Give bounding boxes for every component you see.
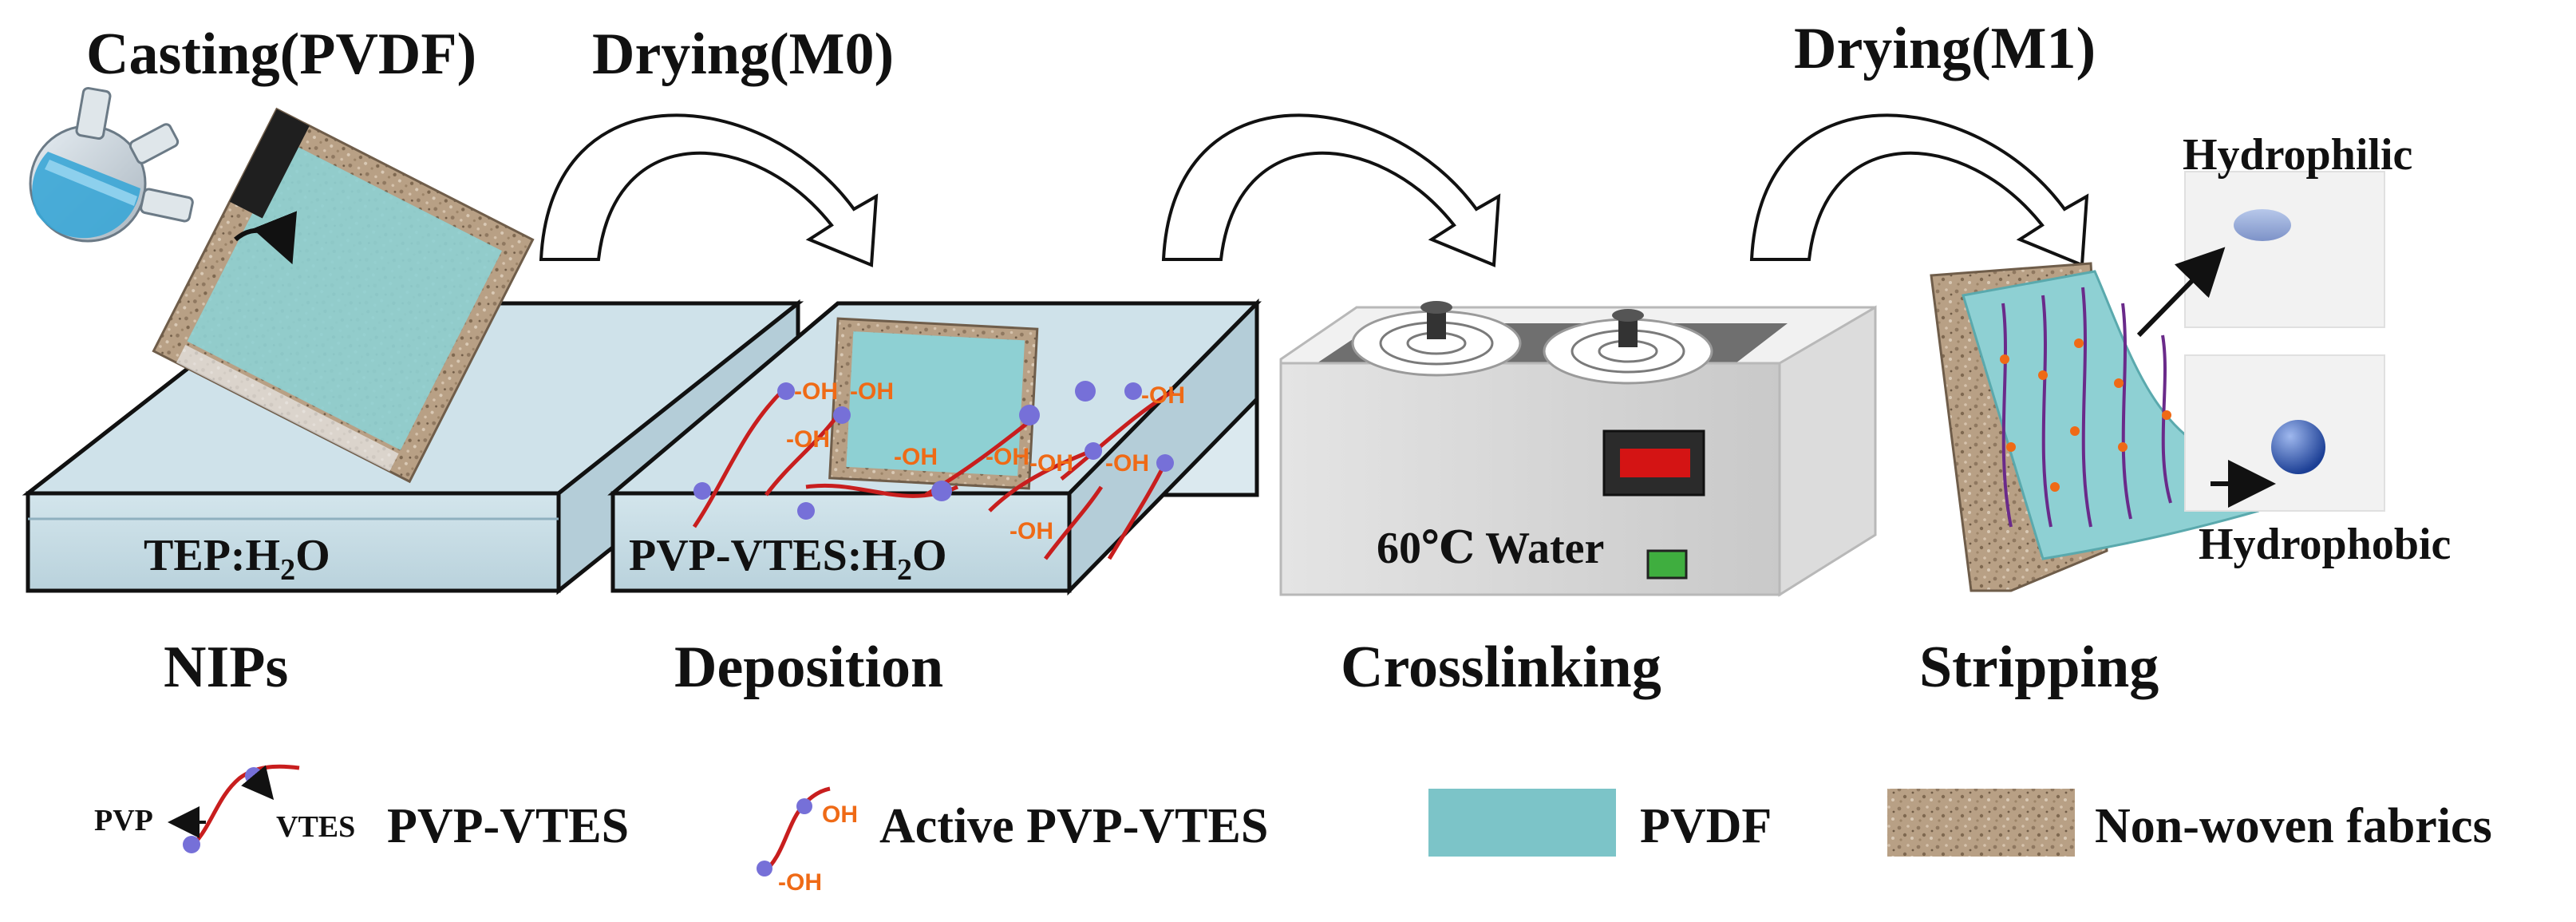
svg-text:-OH: -OH <box>1105 450 1149 477</box>
svg-text:-OH: -OH <box>1029 450 1073 477</box>
hydrophilic-label: Hydrophilic <box>2183 130 2412 180</box>
legend-pvdf: PVDF <box>1428 789 1772 857</box>
svg-text:-OH: -OH <box>850 378 894 405</box>
legend-pvdf-label: PVDF <box>1640 799 1772 853</box>
tep-bath-label: TEP:H2O <box>144 531 330 587</box>
pvp-vtes-bath-label: PVP-VTES:H2O <box>629 531 947 587</box>
heater-switch <box>1646 549 1688 580</box>
hydrophilic-droplet-icon <box>2234 209 2291 241</box>
process-arrow-1 <box>539 113 879 267</box>
heater-plate-left <box>1351 301 1522 377</box>
water-bath-heater <box>1279 301 1877 597</box>
step-name-stripping: Stripping <box>1919 635 2159 700</box>
step-name-deposition: Deposition <box>674 635 943 700</box>
deposited-membrane <box>828 317 1039 490</box>
vtes-nodes <box>693 381 1174 520</box>
legend: PVP VTES PVP-VTES OH -OH Active PVP-VTES… <box>94 764 2492 896</box>
legend-active-pvp-vtes: OH -OH Active PVP-VTES <box>757 786 1268 896</box>
step-name-crosslinking: Crosslinking <box>1341 635 1661 700</box>
step-title-drying-m1: Drying(M1) <box>1794 16 2096 81</box>
svg-text:-OH: -OH <box>1141 382 1185 409</box>
pour-arrow-icon <box>234 211 297 265</box>
svg-text:-OH: -OH <box>1009 518 1053 544</box>
oh-group-labels: -OH -OH -OH -OH -OH -OH -OH -OH -OH <box>786 378 1185 544</box>
svg-text:-OH: -OH <box>986 444 1029 470</box>
svg-text:-OH: -OH <box>786 426 830 453</box>
hydrophobic-droplet-icon <box>2271 420 2325 474</box>
legend-non-woven-label: Non-woven fabrics <box>2095 799 2492 853</box>
hydrophilic-inset <box>2184 171 2385 328</box>
pvdf-swatch <box>1428 789 1616 857</box>
svg-text:OH: OH <box>822 801 858 828</box>
legend-pvp-vtes-label: PVP-VTES <box>387 799 629 853</box>
legend-pvp-text: PVP <box>94 804 153 837</box>
non-woven-swatch <box>1887 789 2075 857</box>
hydrophobic-label: Hydrophobic <box>2199 520 2451 569</box>
svg-text:-OH: -OH <box>794 378 838 405</box>
legend-pvp-vtes: PVP VTES PVP-VTES <box>94 764 629 853</box>
step-name-nips: NIPs <box>164 635 288 700</box>
process-arrow-2 <box>1161 113 1501 267</box>
legend-vtes-text: VTES <box>276 810 355 844</box>
svg-text:-OH: -OH <box>778 869 822 896</box>
legend-active-pvp-vtes-label: Active PVP-VTES <box>879 799 1268 853</box>
water-bath-label: 60℃ Water <box>1377 524 1604 573</box>
step-title-drying-m0: Drying(M0) <box>592 22 894 87</box>
step-title-casting: Casting(PVDF) <box>86 22 476 87</box>
process-arrow-3 <box>1749 113 2089 267</box>
flask-icon <box>29 86 194 243</box>
svg-text:-OH: -OH <box>894 444 938 470</box>
hydrophilic-pointer-arrow <box>2136 247 2226 338</box>
heater-plate-right <box>1543 309 1713 385</box>
legend-non-woven: Non-woven fabrics <box>1887 789 2492 857</box>
